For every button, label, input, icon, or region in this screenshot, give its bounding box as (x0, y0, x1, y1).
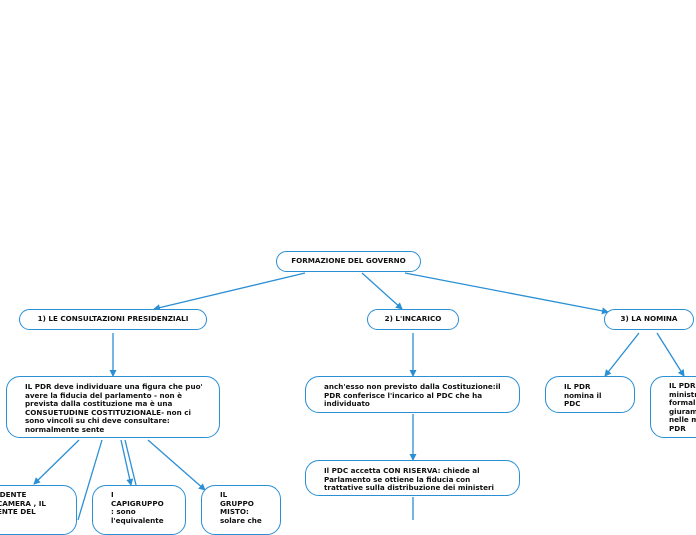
edge-main-capigruppo-a (120, 439, 134, 486)
edge-main-capigruppo-b (124, 439, 137, 486)
consultazioni-child-capigruppo[interactable]: I CAPIGRUPPO : sono l'equivalente (92, 485, 186, 535)
branch-consultazioni[interactable]: 1) LE CONSULTAZIONI PRESIDENZIALI (19, 309, 207, 330)
edge-nomina-second (656, 332, 685, 377)
incarico-first-node[interactable]: anch'esso non previsto dalla Costituzion… (305, 376, 520, 413)
edge-main-extra (77, 439, 103, 520)
branch-incarico[interactable]: 2) L'INCARICO (367, 309, 459, 330)
incarico-second-node[interactable]: Il PDC accetta CON RISERVA: chiede al Pa… (305, 460, 520, 496)
nomina-second-node[interactable]: IL PDR ministri formal giuram nelle m PD… (650, 376, 696, 438)
consultazioni-child-misto[interactable]: IL GRUPPO MISTO: solare che (201, 485, 281, 535)
connector-layer (33, 272, 685, 520)
nomina-first-node[interactable]: IL PDR nomina il PDC (545, 376, 635, 413)
branch-nomina[interactable]: 3) LA NOMINA (604, 309, 694, 330)
edge-nomina-first (604, 332, 640, 377)
consultazioni-main-node[interactable]: IL PDR deve individuare una figura che p… (6, 376, 220, 438)
edge-root-consultazioni (153, 272, 306, 312)
consultazioni-child-presidente[interactable]: IDENTE CAMERA , IL ENTE DEL (0, 485, 77, 535)
edge-main-presidente (33, 439, 80, 485)
edge-main-misto (147, 439, 206, 491)
edge-root-incarico (361, 272, 403, 310)
edge-root-nomina (404, 272, 609, 315)
root-node[interactable]: FORMAZIONE DEL GOVERNO (276, 251, 421, 272)
